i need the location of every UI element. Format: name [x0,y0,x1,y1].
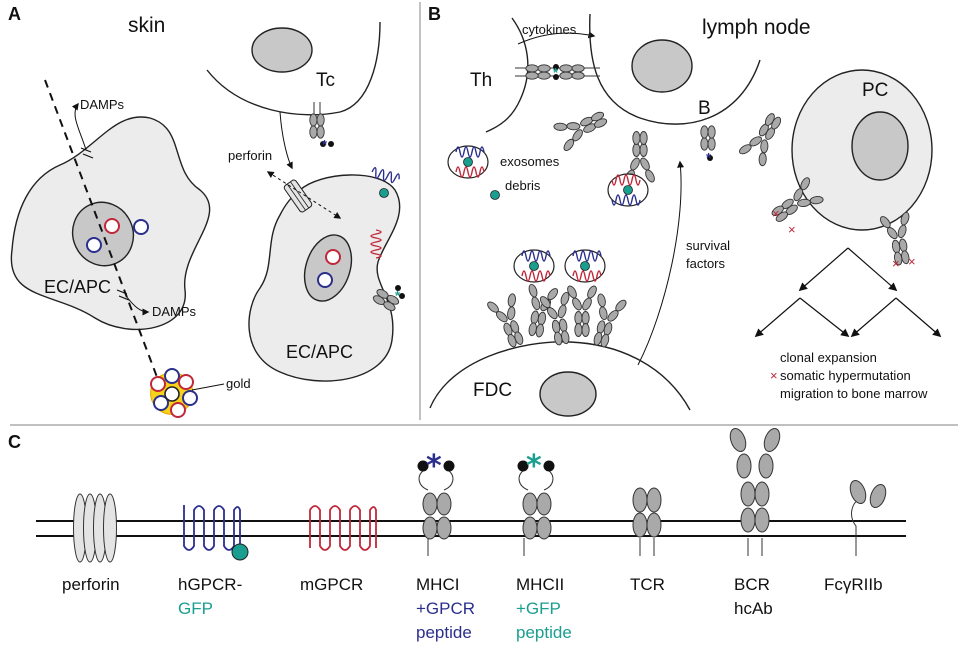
ec-apc-label-right: EC/APC [286,342,353,362]
panel-frames [10,2,958,426]
fdc-membrane [429,341,691,411]
gold-label: gold [226,376,251,391]
panel-b-letter: B [428,4,441,24]
damps-label-bottom: DAMPs [152,304,197,319]
legend-mhci-peptide: peptide [416,623,472,642]
legend-hcab: hcAb [734,599,773,618]
legend-fcgriib: FcγRIIb [824,575,883,594]
b-cell-label: B [698,98,711,119]
b-cell-nucleus [631,39,693,93]
vesicle-blue-outside [133,219,149,235]
outcome-2: somatic hypermutation [780,368,911,383]
mgpcr-icon [309,505,377,551]
nucleus-right [303,234,353,302]
tc-to-pore-arrow [279,111,293,170]
survival-label-2: factors [686,256,726,271]
legend-mhcii-peptide: peptide [516,623,572,642]
panel-b: B lymph node Th cytokines B * * [428,4,942,417]
svg-text:*: * [553,65,559,80]
tc-nucleus [251,27,313,73]
perforin-label: perforin [228,148,272,163]
th-label: Th [470,70,492,91]
survival-arrow [637,160,685,366]
exosomes-label: exosomes [500,154,560,169]
plasma-cell-nucleus [851,111,909,181]
mutation-mark: × [770,368,778,383]
panel-a-letter: A [8,4,21,24]
hgpcr-gfp-icon [183,505,249,561]
vesicle-blue [86,237,102,253]
cytokines-label: cytokines [522,22,577,37]
fcgriib-icon [849,479,887,556]
svg-text:*: * [322,137,328,152]
th-b-synapse: * [515,64,600,80]
mhcii-icon: * [517,449,555,556]
legend-labels: perforin hGPCR- GFP mGPCR MHCI +GPCR pep… [62,575,883,642]
fdc-nucleus [539,371,597,417]
svg-text:×: × [772,206,780,221]
pc-label: PC [862,80,888,101]
mhcii-peptide-mark: * [526,449,542,484]
mhci-peptide-mark: * [426,449,442,484]
svg-text:*: * [706,150,712,165]
mhci-icon: * [417,449,455,556]
legend-mhci-gpcr: +GPCR [416,599,475,618]
svg-text:×: × [892,256,900,271]
svg-text:×: × [908,254,916,269]
bcr-hcab-icon [729,427,781,556]
legend-mgpcr: mGPCR [300,575,363,594]
legend-mhcii-gfp: +GFP [516,599,561,618]
legend-bcr: BCR [734,575,770,594]
vesicle-red [104,218,120,234]
legend-perforin: perforin [62,575,120,594]
legend-hgpcr-gfp: GFP [178,599,213,618]
outcome-3: migration to bone marrow [780,386,928,401]
survival-label-1: survival [686,238,730,253]
damps-arrow-top [71,102,87,151]
b-cell-membrane [589,13,761,125]
svg-text:*: * [395,288,401,303]
legend-tcr: TCR [630,575,665,594]
th-cell-membrane [485,17,529,133]
outcome-1: clonal expansion [780,350,877,365]
panel-c-letter: C [8,432,21,452]
legend-mhci: MHCI [416,575,459,594]
debris-label: debris [505,178,541,193]
tc-tcr-contact: * [309,102,334,152]
penetration-arrow [44,79,162,387]
panel-a: A skin DAMPs DAMPs EC/APC [8,4,405,418]
perforin-icon [73,493,117,563]
legend-hgpcr: hGPCR- [178,575,242,594]
damps-arrow-bottom [125,295,150,316]
panel-b-title: lymph node [702,16,811,39]
tc-cell-membrane [206,21,381,116]
gold-particle [150,368,198,418]
panel-c: C [8,427,906,642]
cytokines-arrow [517,31,596,45]
svg-text:×: × [788,222,796,237]
tcr-icon [632,487,662,556]
panel-a-title: skin [128,14,165,37]
damps-label-top: DAMPs [80,97,125,112]
ec-apc-label-left: EC/APC [44,277,111,297]
fdc-label: FDC [473,380,512,401]
legend-mhcii: MHCII [516,575,564,594]
tc-label: Tc [316,70,335,91]
clonal-expansion-tree [754,247,942,338]
